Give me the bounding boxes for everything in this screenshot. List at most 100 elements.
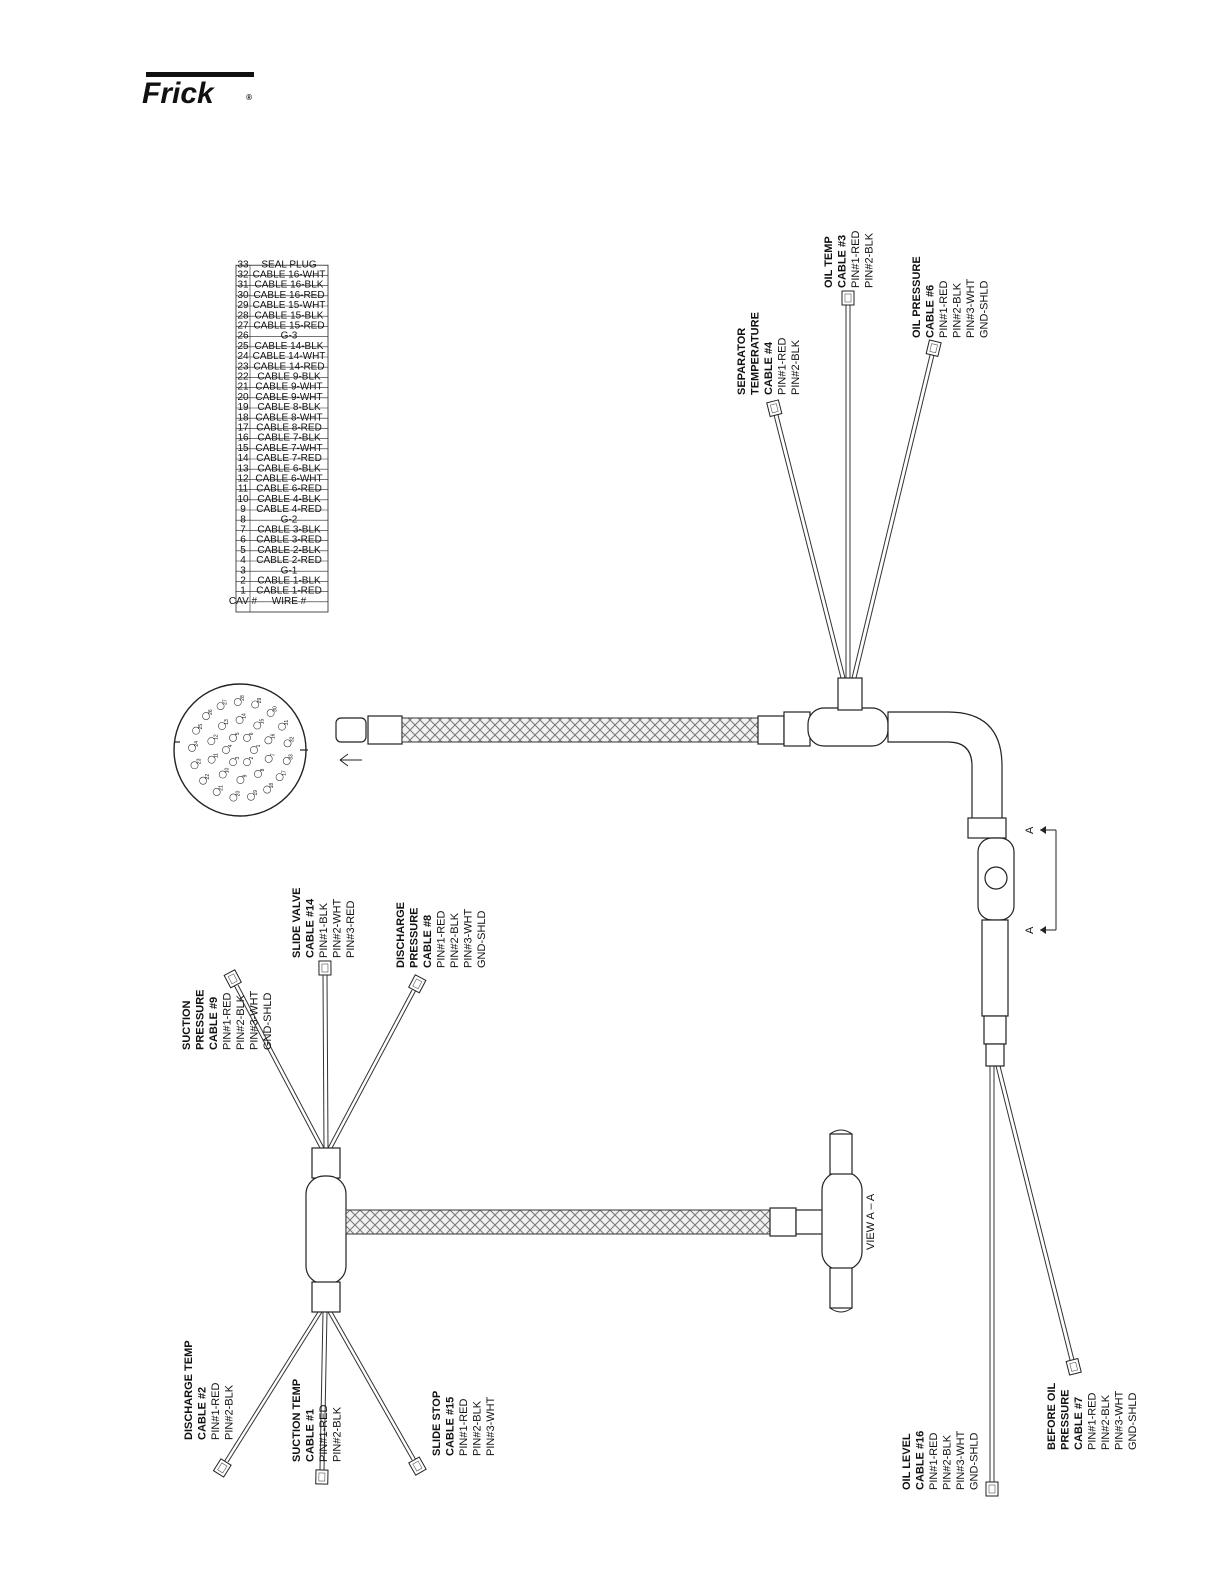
connector-pin xyxy=(243,733,251,742)
table-wire-cell: CABLE 15-BLK xyxy=(255,310,324,321)
sensor-wire xyxy=(773,414,842,679)
connector-pin-number: 17 xyxy=(282,770,288,776)
table-wire-cell: CABLE 14-BLK xyxy=(255,341,324,352)
pin-assignment-line: PIN#1-RED xyxy=(318,1404,330,1462)
table-cav-cell: 31 xyxy=(237,280,249,291)
pin-assignment-line: PIN#3-WHT xyxy=(249,990,261,1050)
cable-title-line: CABLE #1 xyxy=(305,1409,317,1462)
sensor-wire xyxy=(237,984,325,1149)
cable-title-line: CABLE #8 xyxy=(422,915,434,968)
connector-pin xyxy=(190,761,199,770)
connector-pin xyxy=(192,726,200,735)
table-wire-cell: CABLE 2-RED xyxy=(256,555,322,566)
connector-pin xyxy=(199,776,207,785)
pin-assignment-line: PIN#1-RED xyxy=(938,280,950,338)
pin-assignment-line: PIN#2-BLK xyxy=(472,1400,484,1456)
sensor-wire xyxy=(327,989,413,1149)
table-wire-cell: CABLE 15-WHT xyxy=(253,300,326,311)
connector-pin xyxy=(216,702,225,711)
cable-title-line: DISCHARGE xyxy=(395,902,407,968)
table-cav-cell: 29 xyxy=(237,300,249,311)
table-cav-cell: 14 xyxy=(237,453,249,464)
pin-assignment-line: GND-SHLD xyxy=(969,1432,981,1490)
table-wire-cell: CABLE 6-BLK xyxy=(257,463,321,474)
cable-title-line: CABLE #14 xyxy=(305,898,317,958)
logo-registered: ® xyxy=(246,93,252,102)
table-wire-cell: CABLE 3-RED xyxy=(256,535,322,546)
direction-arrow xyxy=(339,753,362,767)
connector-pin xyxy=(229,758,237,767)
table-wire-cell: WIRE # xyxy=(272,596,307,607)
table-wire-cell: CABLE 16-BLK xyxy=(255,280,324,291)
table-wire-cell: CABLE 16-WHT xyxy=(253,270,326,281)
connector-pin xyxy=(247,792,255,801)
pin-assignment-line: PIN#3-WHT xyxy=(965,278,977,338)
sensor-wire xyxy=(855,354,935,679)
pin-assignment-line: GND-SHLD xyxy=(476,910,488,968)
connector-pin-number: 23 xyxy=(196,758,202,764)
table-wire-cell: CABLE 7-WHT xyxy=(255,443,322,454)
cable-title-line: SEPARATOR xyxy=(736,328,748,395)
table-wire-cell: CABLE 9-WHT xyxy=(255,382,322,393)
table-wire-cell: CABLE 14-RED xyxy=(253,361,324,372)
connector-pin-number: 29 xyxy=(257,697,263,703)
section-letter-top: A xyxy=(1024,826,1036,834)
section-marks: A A xyxy=(1024,826,1057,934)
table-wire-cell: CABLE 8-BLK xyxy=(257,402,321,413)
connector-pin-number: 5 xyxy=(235,732,241,735)
table-cav-cell: 6 xyxy=(240,535,246,546)
table-cav-cell: CAV # xyxy=(229,596,258,607)
table-wire-cell: CABLE 3-BLK xyxy=(257,525,321,536)
frick-logo: Frick ® xyxy=(142,72,254,110)
table-cav-cell: 9 xyxy=(240,504,246,515)
table-cav-cell: 17 xyxy=(237,423,249,434)
table-wire-cell: CABLE 8-RED xyxy=(256,423,322,434)
connector-pin xyxy=(278,722,286,731)
table-wire-cell: CABLE 4-RED xyxy=(256,504,322,515)
connector-pin xyxy=(263,785,272,794)
section-letter-bottom: A xyxy=(1024,926,1036,934)
sensor-connector xyxy=(766,399,783,418)
pin-assignment-line: PIN#2-BLK xyxy=(235,994,247,1050)
connector-pin-number: 10 xyxy=(225,768,231,774)
table-cav-cell: 32 xyxy=(237,270,249,281)
table-wire-cell: CABLE 2-BLK xyxy=(257,545,321,556)
sensor-wire xyxy=(331,1311,417,1461)
table-wire-cell: CABLE 1-BLK xyxy=(257,576,321,587)
sensor-connector xyxy=(315,1469,329,1485)
sensor-wire xyxy=(319,1311,324,1471)
connector-pin-number: 26 xyxy=(208,709,214,715)
sensor-connector xyxy=(212,1458,232,1478)
cable-title-line: SLIDE STOP xyxy=(431,1391,443,1456)
pin-assignment-line: PIN#3-WHT xyxy=(485,1396,497,1456)
table-wire-cell: CABLE 9-BLK xyxy=(257,372,321,383)
connector-pin xyxy=(264,736,273,745)
pin-assignment-line: PIN#2-BLK xyxy=(224,1384,236,1440)
cable-title-line: CABLE #6 xyxy=(925,285,937,338)
table-wire-cell: CABLE 9-WHT xyxy=(255,392,322,403)
pin-assignment-line: PIN#3-RED xyxy=(345,900,357,958)
table-cav-cell: 13 xyxy=(237,463,249,474)
lower-tee-block xyxy=(305,1175,347,1285)
connector-pin-number: 6 xyxy=(249,732,255,735)
pin-assignment-line: PIN#1-RED xyxy=(222,992,234,1050)
connector-pin xyxy=(218,722,226,730)
connector-pin-number: 31 xyxy=(284,720,290,726)
table-wire-cell: CABLE 7-BLK xyxy=(257,433,321,444)
table-cav-cell: 4 xyxy=(240,555,246,566)
connector-pin-number: 18 xyxy=(269,783,275,789)
connector-pin xyxy=(236,776,245,784)
connector-pin xyxy=(235,716,244,724)
logo-text: Frick xyxy=(142,77,215,110)
sensor-wires xyxy=(212,290,1082,1497)
cable-title-line: BEFORE OIL xyxy=(1046,1382,1058,1450)
table-cav-cell: 19 xyxy=(237,402,249,413)
pin-assignment-line: PIN#2-BLK xyxy=(790,339,802,395)
table-cav-cell: 1 xyxy=(240,586,246,597)
table-cav-cell: 20 xyxy=(237,392,249,403)
table-cav-cell: 10 xyxy=(237,494,249,505)
connector-pin xyxy=(275,773,284,782)
